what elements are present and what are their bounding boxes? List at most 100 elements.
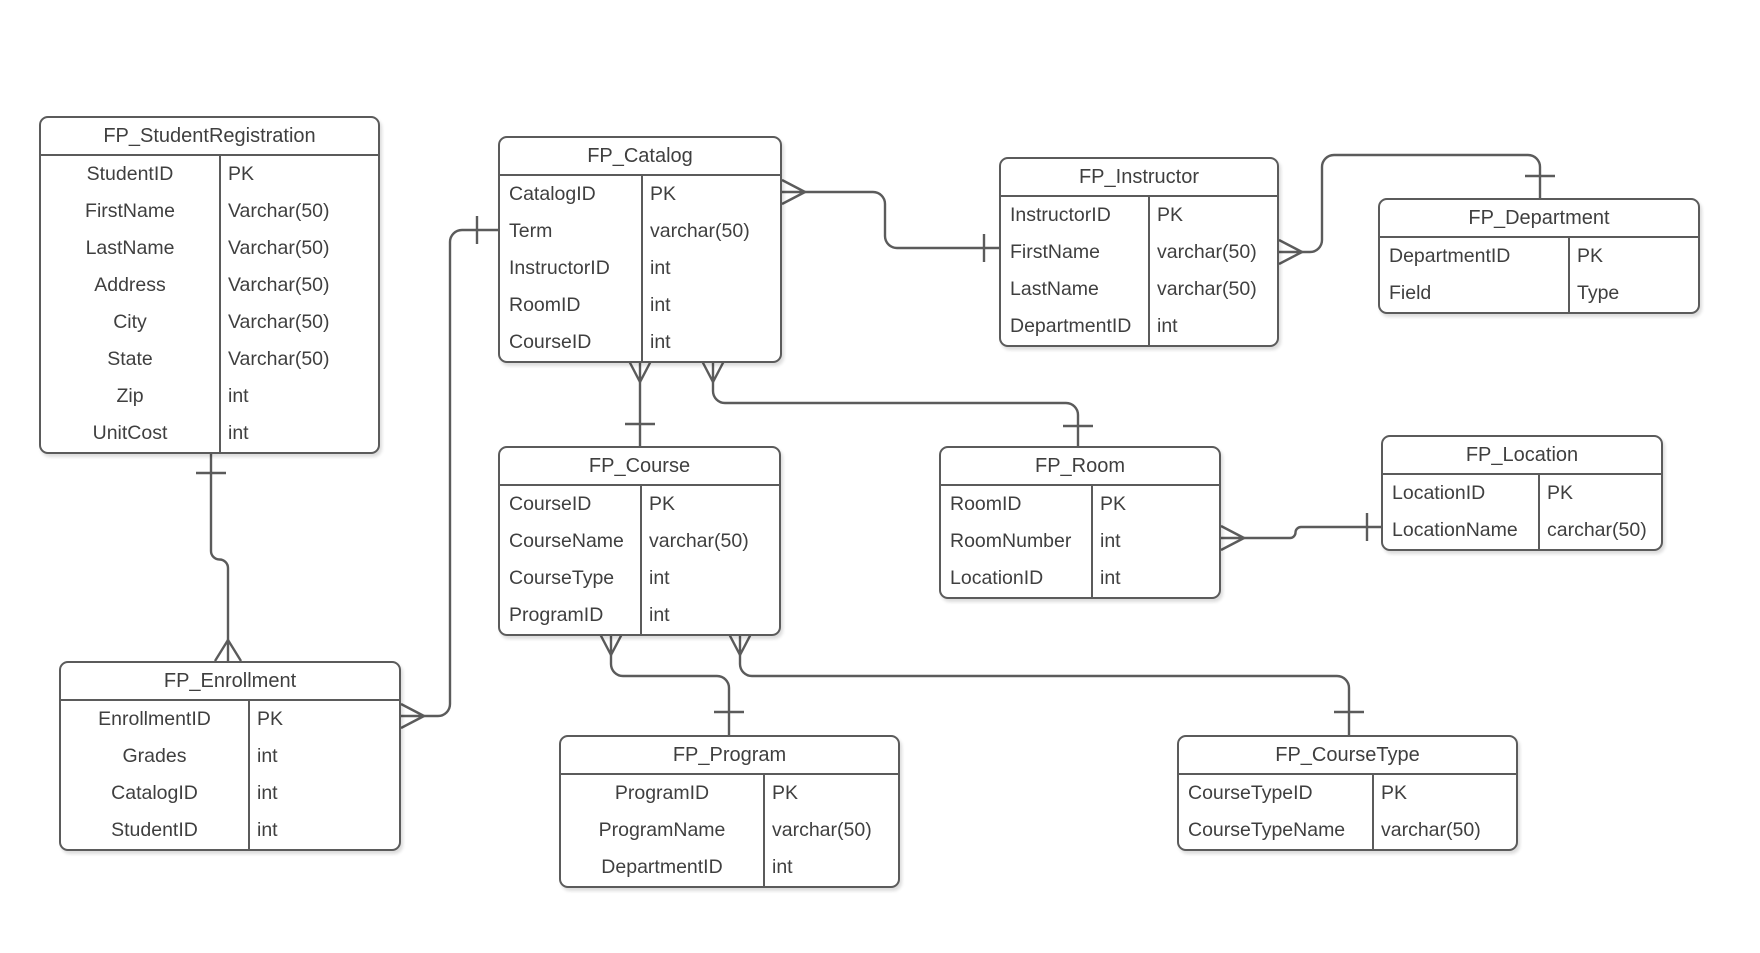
field-type-cell: Varchar(50) [228,237,330,259]
field-type-cell: int [228,385,249,407]
table-row: InstructorID int [500,250,780,287]
crow-foot-many-icon [1220,524,1245,552]
field-name-cell: RoomNumber [941,523,1093,560]
field-name-cell: CourseName [500,523,642,560]
field-name-cell: InstructorID [1001,197,1150,234]
table-row: LocationName carchar(50) [1383,512,1661,549]
field-name-cell: CourseType [500,560,642,597]
field-type-cell: PK [649,493,676,515]
field-name-cell: ProgramName [561,812,765,849]
entity-title: FP_Room [941,448,1219,486]
field-name-cell: Grades [61,738,250,775]
field-name-cell: LastName [1001,271,1150,308]
field-type-cell: varchar(50) [1157,278,1257,300]
connector-department-instructor[interactable] [1278,153,1555,266]
field-type-cell: PK [1381,782,1408,804]
entity-title: FP_Enrollment [61,663,399,701]
connector-instructor-catalog[interactable] [781,178,999,262]
field-type-cell: PK [1547,482,1574,504]
field-name-cell: ProgramID [500,597,642,634]
field-type-cell: int [257,745,278,767]
field-type-cell: int [228,422,249,444]
field-name-cell: DepartmentID [561,849,765,886]
field-type-cell: carchar(50) [1547,519,1647,541]
field-name-cell: UnitCost [41,415,221,452]
connector-coursetype-course[interactable] [726,631,1364,735]
entity-fp-enrollment[interactable]: FP_Enrollment EnrollmentID PK Grades int C… [59,661,401,851]
crow-foot-many-icon [400,702,425,730]
field-name-cell: Address [41,267,221,304]
field-name-cell: CatalogID [500,176,643,213]
field-type-cell: int [650,331,671,353]
field-type-cell: varchar(50) [1381,819,1481,841]
field-type-cell: int [257,782,278,804]
field-type-cell: varchar(50) [650,220,750,242]
field-type-cell: int [650,257,671,279]
field-name-cell: State [41,341,221,378]
table-row: Address Varchar(50) [41,267,378,304]
field-name-cell: EnrollmentID [61,701,250,738]
field-type-cell: int [1100,530,1121,552]
table-row: RoomNumber int [941,523,1219,560]
connector-catalog-enrollment[interactable] [400,216,498,730]
field-name-cell: CourseTypeName [1179,812,1374,849]
entity-title: FP_Location [1383,437,1661,475]
field-name-cell: InstructorID [500,250,643,287]
entity-title: FP_Department [1380,200,1698,238]
table-row: CourseTypeName varchar(50) [1179,812,1516,849]
field-type-cell: Varchar(50) [228,200,330,222]
table-row: ProgramName varchar(50) [561,812,898,849]
table-row: CatalogID int [61,775,399,812]
field-name-cell: StudentID [41,156,221,193]
field-name-cell: City [41,304,221,341]
connector-course-catalog[interactable] [625,358,655,446]
field-name-cell: LocationID [941,560,1093,597]
table-row: CourseID int [500,324,780,361]
field-name-cell: LocationID [1383,475,1540,512]
connector-location-room[interactable] [1220,513,1381,552]
field-type-cell: varchar(50) [1157,241,1257,263]
entity-fp-location[interactable]: FP_Location LocationID PK LocationName car… [1381,435,1663,551]
field-type-cell: Varchar(50) [228,274,330,296]
field-name-cell: CourseTypeID [1179,775,1374,812]
field-type-cell: Varchar(50) [228,311,330,333]
connector-program-course[interactable] [597,631,744,735]
field-type-cell: PK [257,708,284,730]
field-name-cell: DepartmentID [1001,308,1150,345]
field-type-cell: int [650,294,671,316]
field-name-cell: FirstName [41,193,221,230]
field-type-cell: PK [228,163,255,185]
crow-foot-many-icon [1278,238,1303,266]
field-name-cell: RoomID [941,486,1093,523]
field-type-cell: varchar(50) [772,819,872,841]
field-name-cell: LocationName [1383,512,1540,549]
table-row: UnitCost int [41,415,378,452]
field-name-cell: CourseID [500,324,643,361]
table-row: EnrollmentID PK [61,701,399,738]
table-row: StudentID PK [41,156,378,193]
connector-room-catalog[interactable] [699,358,1093,446]
field-name-cell: CatalogID [61,775,250,812]
connector-studentregistration-enrollment[interactable] [196,449,243,662]
field-type-cell: int [772,856,793,878]
